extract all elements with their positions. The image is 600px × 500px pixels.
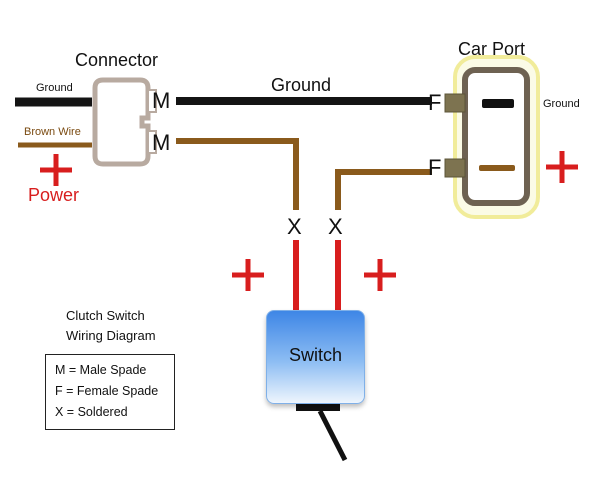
ground-label-main: Ground xyxy=(271,75,332,95)
plus-icon-power xyxy=(40,154,72,186)
power-label: Power xyxy=(28,185,80,205)
brown-wire-to-carport xyxy=(335,169,432,210)
female-spade-top xyxy=(444,93,466,113)
female-spade-label-top: F xyxy=(428,90,442,115)
male-spade-label-top: M xyxy=(152,88,171,113)
switch-label: Switch xyxy=(288,345,342,365)
brown-wire-label: Brown Wire xyxy=(24,126,81,138)
plus-icon-left xyxy=(232,259,264,291)
legend-item-female: F = Female Spade xyxy=(55,384,159,398)
clutch-switch: Switch xyxy=(266,310,365,404)
solder-mark-right: X xyxy=(328,214,343,239)
female-spade-label-bottom: F xyxy=(428,155,442,180)
ground-label-left: Ground xyxy=(36,82,73,94)
female-spade-bottom xyxy=(444,158,466,178)
solder-mark-left: X xyxy=(287,214,302,239)
plus-icon-right xyxy=(364,259,396,291)
car-port-ground-pin xyxy=(482,99,514,108)
legend-item-male: M = Male Spade xyxy=(55,363,147,377)
switch-cable-collar xyxy=(296,404,340,411)
connector-spade-bottom xyxy=(147,130,157,154)
car-port-power-pin xyxy=(479,165,515,171)
connector-body xyxy=(92,77,151,167)
car-port-body xyxy=(462,67,530,206)
switch-cable xyxy=(317,409,348,462)
car-port-label: Car Port xyxy=(458,39,526,59)
diagram-title-line2: Wiring Diagram xyxy=(66,328,156,343)
legend-box: M = Male Spade F = Female Spade X = Sold… xyxy=(45,354,175,430)
brown-wire-to-switch xyxy=(176,138,299,210)
plus-icon-car-port xyxy=(546,151,578,183)
connector-label: Connector xyxy=(75,50,159,70)
ground-label-right: Ground xyxy=(543,98,580,110)
connector-spade-top xyxy=(147,89,157,113)
diagram-title-line1: Clutch Switch xyxy=(66,308,145,323)
legend-item-soldered: X = Soldered xyxy=(55,405,128,419)
male-spade-label-bottom: M xyxy=(152,130,171,155)
